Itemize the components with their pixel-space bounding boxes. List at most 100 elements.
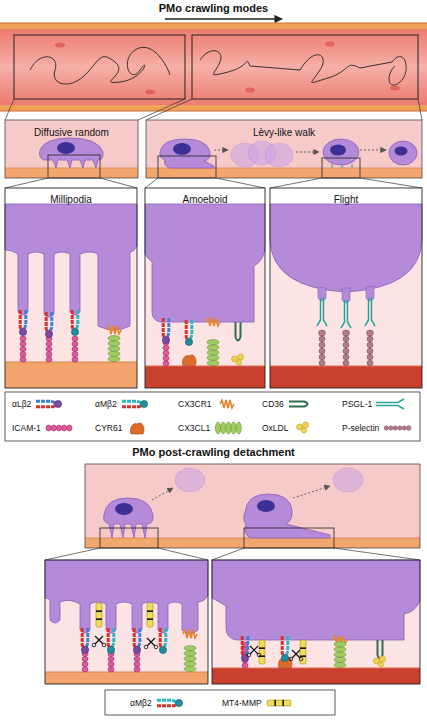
trajectory-box bbox=[192, 35, 418, 99]
detachment-inset bbox=[183, 630, 197, 638]
zoom-lines bbox=[145, 178, 158, 188]
flight-inset bbox=[270, 188, 422, 388]
amoeboid-inset bbox=[145, 204, 265, 388]
blood-vessel bbox=[0, 29, 427, 105]
node-heading: Amoeboid bbox=[182, 193, 227, 206]
blood-vessel bbox=[390, 86, 400, 91]
legend-sample bbox=[287, 396, 317, 412]
legend-label: αMβ2 bbox=[95, 398, 117, 410]
detachment-panel bbox=[158, 548, 208, 560]
detachment-panel bbox=[175, 468, 205, 492]
monocyte-cell bbox=[323, 139, 359, 165]
trajectory-box bbox=[14, 35, 418, 99]
detachment-panel bbox=[104, 498, 154, 538]
detachment-inset bbox=[45, 560, 208, 684]
flight-inset bbox=[318, 287, 326, 301]
flight-inset bbox=[270, 366, 422, 388]
vessel-band: Lèvy-like walk bbox=[146, 120, 422, 178]
detachment-inset bbox=[45, 560, 208, 684]
legend-sample bbox=[213, 420, 243, 436]
flight-inset bbox=[270, 188, 422, 388]
monocyte-cell bbox=[214, 150, 228, 151]
direction-arrow bbox=[165, 18, 282, 19]
millipodia-inset bbox=[5, 362, 137, 388]
detachment-inset bbox=[184, 646, 196, 672]
node-heading: Diffusive random bbox=[34, 126, 109, 139]
amoeboid-inset bbox=[162, 318, 169, 344]
flight-inset bbox=[343, 330, 350, 366]
zoom-lines bbox=[100, 178, 137, 188]
detachment-inset bbox=[147, 603, 153, 627]
amoeboid-inset bbox=[145, 188, 265, 388]
flight-inset bbox=[270, 204, 422, 292]
zoom-lines bbox=[5, 178, 48, 188]
vessel-panel bbox=[5, 168, 138, 169]
amoeboid-inset bbox=[207, 340, 219, 366]
legend-sample bbox=[382, 420, 412, 436]
monocyte-cell bbox=[352, 164, 353, 168]
monocyte-cell bbox=[158, 156, 216, 178]
trajectory-box bbox=[14, 35, 185, 99]
amoeboid-inset bbox=[236, 322, 241, 341]
node-heading: Lèvy-like walk bbox=[253, 126, 315, 139]
detachment-inset bbox=[45, 560, 208, 634]
flight-inset bbox=[317, 298, 327, 326]
detachment-inset bbox=[107, 628, 114, 654]
inset-box: Amoeboid bbox=[145, 188, 265, 388]
detachment-panel bbox=[152, 488, 173, 500]
millipodia-inset bbox=[19, 310, 26, 336]
monocyte-cell bbox=[173, 143, 191, 155]
legend-sample bbox=[157, 699, 183, 706]
zoom-lines bbox=[138, 99, 185, 120]
amoeboid-inset bbox=[145, 366, 265, 388]
monocyte-cell bbox=[40, 138, 104, 168]
detachment-panel bbox=[85, 538, 420, 548]
zoom-lines bbox=[270, 178, 322, 188]
amoeboid-inset bbox=[206, 318, 220, 326]
millipodia-inset bbox=[107, 326, 121, 334]
legend-sample bbox=[297, 422, 309, 433]
legend-box bbox=[105, 690, 335, 715]
detachment-inset bbox=[247, 646, 261, 657]
detachment-panel bbox=[244, 528, 334, 548]
legend-label: αMβ2 bbox=[130, 697, 152, 709]
amoeboid-inset bbox=[145, 365, 265, 366]
detachment-inset bbox=[212, 560, 420, 684]
monocyte-cell bbox=[332, 164, 333, 168]
legend-sample bbox=[291, 420, 321, 436]
millipodia-inset bbox=[108, 336, 120, 362]
diagram-title: PMo crawling modes bbox=[0, 2, 427, 15]
detachment-inset bbox=[212, 668, 420, 684]
detachment-inset bbox=[133, 628, 140, 654]
vessel-panel bbox=[5, 120, 422, 178]
monocyte-cell bbox=[48, 155, 100, 178]
legend-label: αLβ2 bbox=[12, 398, 31, 410]
detachment-panel bbox=[85, 464, 420, 548]
blood-vessel bbox=[245, 88, 255, 93]
millipodia-inset bbox=[45, 312, 52, 338]
detachment-panel bbox=[45, 464, 420, 560]
flight-inset bbox=[319, 330, 326, 366]
legend-sample bbox=[125, 420, 155, 436]
amoeboid-inset bbox=[182, 355, 196, 366]
legend-label: PSGL-1 bbox=[342, 398, 372, 410]
monocyte-cell bbox=[296, 152, 319, 153]
zoom-lines bbox=[5, 99, 14, 120]
detachment-inset bbox=[374, 656, 386, 667]
zoom-lines bbox=[418, 99, 422, 120]
legend-label: P-selectin bbox=[342, 422, 379, 434]
legend-sample bbox=[215, 396, 245, 412]
detachment-inset bbox=[378, 640, 383, 659]
legend-label: CYR61 bbox=[95, 422, 122, 434]
legend-sample bbox=[265, 695, 295, 711]
vessel-panel bbox=[146, 120, 422, 178]
detachment-inset bbox=[45, 672, 208, 673]
flight-inset bbox=[341, 300, 351, 328]
millipodia-inset bbox=[71, 310, 78, 336]
detachment-inset bbox=[96, 603, 102, 627]
millipodia-inset bbox=[5, 188, 137, 388]
zoom-lines bbox=[216, 178, 265, 188]
detachment-panel bbox=[212, 548, 244, 560]
detachment-panel bbox=[85, 464, 420, 548]
